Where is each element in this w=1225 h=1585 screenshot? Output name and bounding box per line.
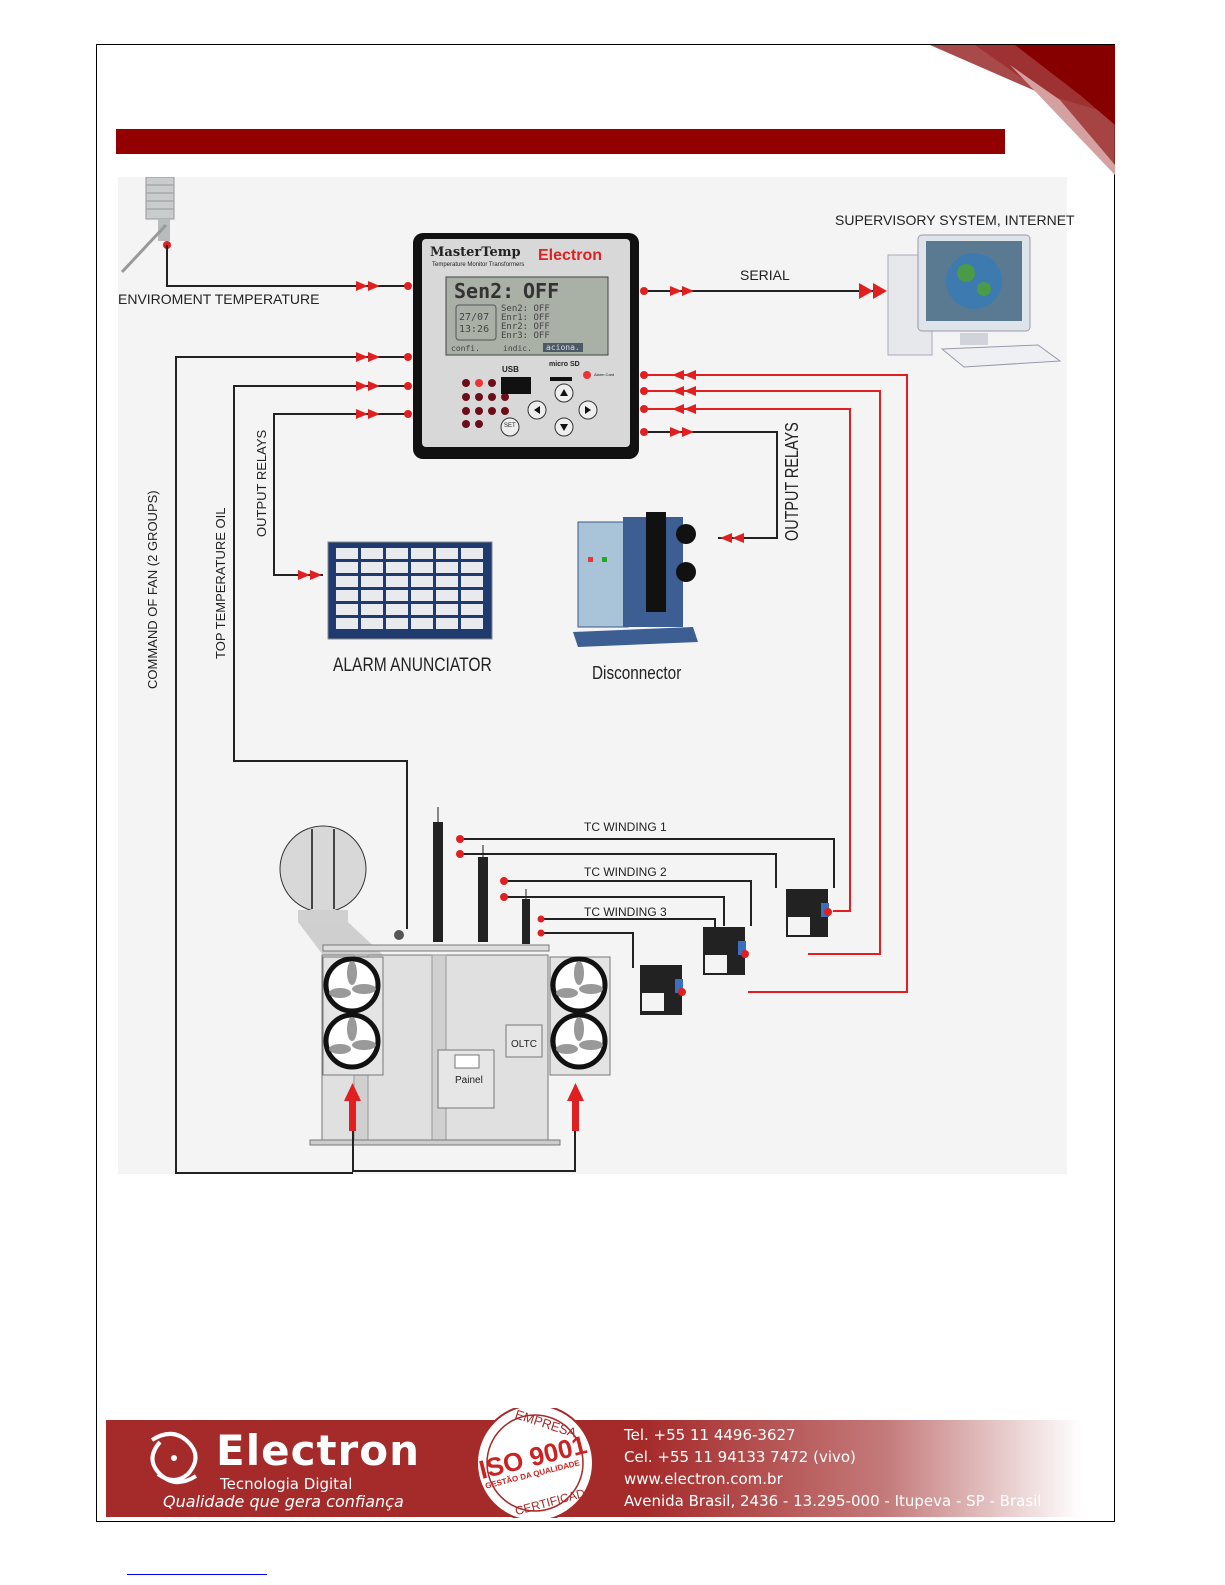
display-tab-aciona[interactable]: aciona. <box>543 343 583 352</box>
alarm-card-label: Alarm Card <box>594 372 615 377</box>
computer-icon <box>887 234 1062 368</box>
tc2-wire-b <box>504 896 725 926</box>
tc-signal-wire-2 <box>644 390 881 955</box>
usb-label: USB <box>502 365 519 374</box>
arrows-env <box>356 281 380 291</box>
display-time: 13:26 <box>459 324 490 335</box>
contact-website[interactable]: www.electron.com.br <box>624 1470 783 1488</box>
contact-phone: Tel. +55 11 4496-3627 <box>624 1426 796 1444</box>
device-brand: MasterTemp <box>430 245 521 260</box>
usb-port <box>501 377 531 394</box>
row-name: Enr3: <box>501 331 529 341</box>
title-bar <box>116 129 1005 154</box>
display-big-value: OFF <box>523 279 560 303</box>
supervisory-label: SUPERVISORY SYSTEM, INTERNET <box>835 212 1075 228</box>
environment-sensor-icon <box>120 177 175 274</box>
footer-contact: Tel. +55 11 4496-3627 Cel. +55 11 94133 … <box>624 1424 1041 1512</box>
output-relays-left-label: OUTPUT RELAYS <box>254 429 269 537</box>
page-link-underline[interactable] <box>127 1574 267 1575</box>
row-value: OFF <box>533 304 550 314</box>
tc2-wire-a <box>504 880 752 926</box>
oltc-label: OLTC <box>511 1039 537 1050</box>
set-button <box>500 417 520 437</box>
tc-signal-wire-3 <box>644 408 851 912</box>
page-frame <box>96 44 1115 1522</box>
environment-temperature-label: ENVIROMENT TEMPERATURE <box>118 291 320 307</box>
footer-slogan: Qualidade que gera confiança <box>163 1492 404 1511</box>
alarm-led <box>583 371 591 379</box>
fan-command-label: COMMAND OF FAN (2 GROUPS) <box>145 490 160 689</box>
tc-winding-2-label: TC WINDING 2 <box>584 865 667 879</box>
display-tab-config[interactable]: confi. <box>451 344 480 353</box>
fan-arrows <box>344 1083 584 1131</box>
microsd-slot <box>550 377 572 381</box>
row-value: OFF <box>533 322 550 332</box>
oil-temp-sensor <box>394 930 404 940</box>
panel-label: Painel <box>455 1075 483 1086</box>
arrows-serial <box>670 283 887 299</box>
footer-subtitle: Tecnologia Digital <box>220 1475 353 1493</box>
row-name: Enr2: <box>501 322 529 332</box>
diagram-canvas <box>120 177 1062 1174</box>
current-transformer-icon <box>640 889 832 1015</box>
display-rows: Sen2: OFF Enr1: OFF Enr2: OFF Enr3: OFF <box>501 305 550 341</box>
top-oil-wire <box>233 385 408 929</box>
contact-mobile: Cel. +55 11 94133 7472 (vivo) <box>624 1448 856 1466</box>
display-big-label: Sen2: <box>454 279 515 303</box>
iso-9001-seal: EMPRESA ISO 9001 GESTÃO DA QUALIDADE CER… <box>470 1404 600 1522</box>
serial-label: SERIAL <box>740 267 790 283</box>
top-oil-label: TOP TEMPERATURE OIL <box>213 507 228 659</box>
tc-winding-3-label: TC WINDING 3 <box>584 905 667 919</box>
row-value: OFF <box>533 331 550 341</box>
alarm-annunciator-label: ALARM ANUNCIATOR <box>333 655 492 676</box>
row-name: Enr1: <box>501 313 529 323</box>
fan-command-wire <box>175 356 408 1174</box>
row-name: Sen2: <box>501 304 529 314</box>
device-subtitle: Temperature Monitor Transformers <box>432 262 525 268</box>
electron-logo-icon <box>150 1432 198 1484</box>
arrows-left-inputs <box>298 352 380 580</box>
set-label[interactable]: SET <box>504 423 516 429</box>
alarm-annunciator-icon <box>327 541 493 640</box>
environment-wire <box>166 245 408 287</box>
mastertemp-device <box>413 233 639 459</box>
row-value: OFF <box>533 313 550 323</box>
arrows-relay-right <box>670 427 744 543</box>
microsd-label: micro SD <box>549 361 580 368</box>
output-relays-right-label: OUTPUT RELAYS <box>782 422 802 541</box>
tc3-wire-a <box>541 918 716 963</box>
disconnector-icon <box>573 512 698 647</box>
device-maker-logo: Electron <box>538 247 603 264</box>
footer-brand: Electron <box>216 1426 421 1475</box>
disconnector-label: Disconnector <box>592 663 682 683</box>
tc1-wire-a <box>460 838 835 888</box>
tc-winding-1-label: TC WINDING 1 <box>584 820 667 834</box>
fan-feed-wire <box>352 1131 576 1172</box>
arrows-tc-inputs <box>672 370 696 414</box>
tc1-wire-b <box>460 853 777 888</box>
contact-address: Avenida Brasil, 2436 - 13.295-000 - Itup… <box>624 1492 1042 1510</box>
tc-signal-wire-1 <box>644 374 908 993</box>
corner-decoration <box>930 45 1115 175</box>
connection-diagram: ENVIROMENT TEMPERATURE SUPERVISORY SYSTE… <box>118 177 1075 1174</box>
display-date: 27/07 <box>459 312 490 323</box>
power-transformer <box>279 807 611 1146</box>
tc3-wire-b <box>541 932 634 968</box>
output-relay-right-wire <box>644 431 778 539</box>
display-tab-indic[interactable]: indic. <box>503 344 532 353</box>
